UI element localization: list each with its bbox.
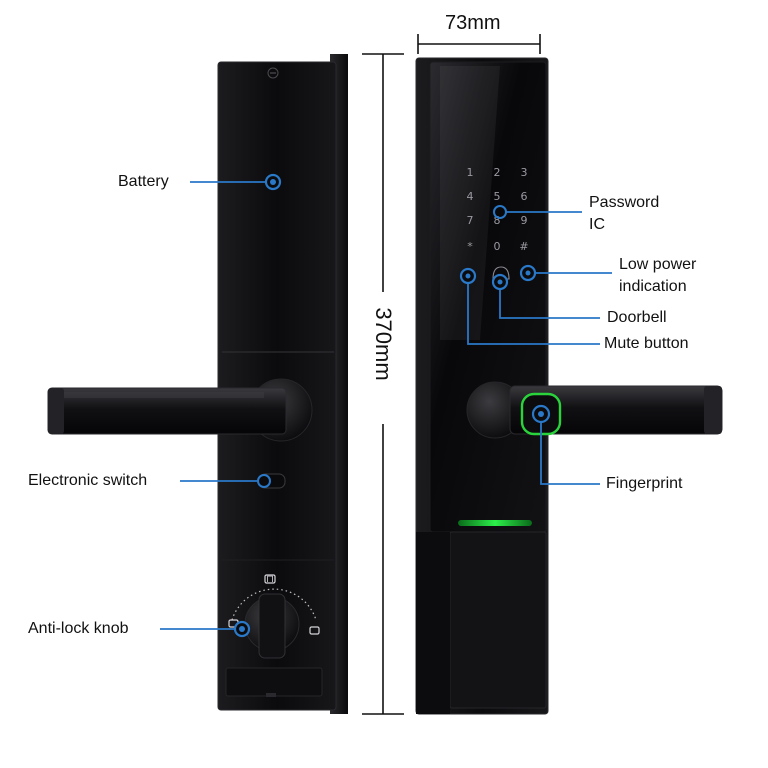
low-power-label-line1: Low power <box>619 256 697 273</box>
dimension-lines <box>362 34 541 715</box>
doorbell-label: Doorbell <box>607 309 667 326</box>
keypad-key-3[interactable]: 3 <box>521 166 528 179</box>
svg-text:⊓: ⊓ <box>266 574 274 585</box>
password-ic-label: Password IC <box>589 192 659 236</box>
password-ic-label-line1: Password <box>589 194 660 211</box>
keypad-key-1[interactable]: 1 <box>467 166 474 179</box>
electronic-switch-label: Electronic switch <box>28 472 148 489</box>
keypad-key-7[interactable]: 7 <box>467 214 474 227</box>
keypad-key-*[interactable]: * <box>467 240 473 253</box>
exterior-panel: 1 2 3 4 5 6 7 8 9 * 0 # <box>415 57 723 715</box>
anti-lock-knob-label: Anti-lock knob <box>28 620 129 637</box>
width-dimension: 73mm <box>445 12 501 34</box>
password-ic-label-line2: IC <box>589 216 605 233</box>
mute-button-label: Mute button <box>604 335 689 352</box>
keypad-key-8[interactable]: 8 <box>494 214 501 227</box>
battery-label: Battery <box>118 173 169 190</box>
anti-lock-knob <box>258 593 286 659</box>
keypad-key-6[interactable]: 6 <box>521 190 528 203</box>
low-power-label-line2: indication <box>619 278 687 295</box>
fingerprint-label: Fingerprint <box>606 475 683 492</box>
height-dimension: 370mm <box>370 301 396 387</box>
low-power-label: Low power indication <box>619 254 696 298</box>
keypad-key-9[interactable]: 9 <box>521 214 528 227</box>
keypad-key-0[interactable]: 0 <box>494 240 501 253</box>
keypad-key-4[interactable]: 4 <box>467 190 474 203</box>
status-light-bar <box>458 520 532 526</box>
keypad: 1 2 3 4 5 6 7 8 9 * 0 # <box>467 166 529 253</box>
keypad-key-#[interactable]: # <box>519 240 528 253</box>
keypad-key-5[interactable]: 5 <box>494 190 501 203</box>
interior-panel: ⊓ <box>47 54 348 714</box>
callout-lines <box>160 181 612 630</box>
keypad-key-2[interactable]: 2 <box>494 166 501 179</box>
